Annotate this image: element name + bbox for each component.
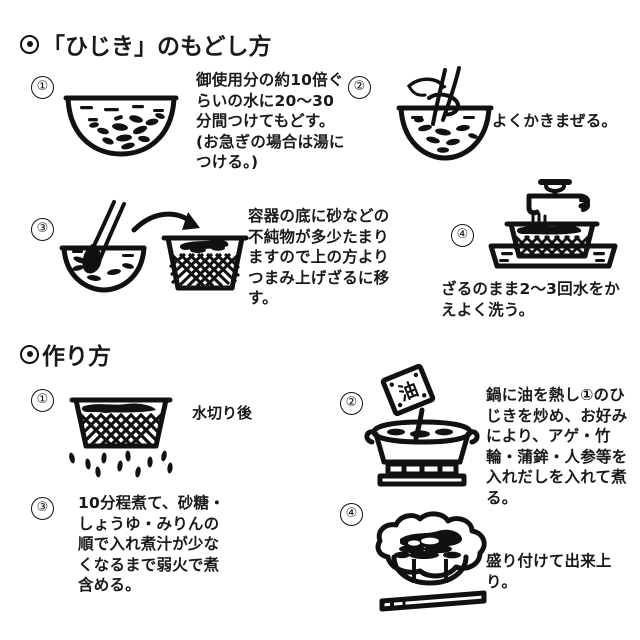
- step-text-s2-4: 盛り付けて出来上り。: [486, 552, 612, 591]
- step-text-s2-3: 10分程煮て、砂糖・しょうゆ・みりんの順で入れ煮汁が少なくなるまで弱火で煮含める…: [78, 494, 225, 594]
- section-heading-text: 「ひじき」のもどし方: [42, 34, 272, 60]
- step-number-s1-1: ①: [31, 76, 54, 99]
- ring-dot-bullet-icon: [20, 34, 39, 54]
- step-number-s2-4: ④: [340, 503, 363, 526]
- step-number-s2-1: ①: [31, 389, 54, 412]
- served-dish-with-chopsticks-illustration: [368, 505, 502, 617]
- bowl-chopsticks-arrow-to-strainer-illustration: [58, 198, 249, 294]
- oil-can-pouring-into-pot-on-burner-illustration: 油: [362, 363, 486, 487]
- section-heading-text: 作り方: [42, 344, 111, 370]
- step-text-s1-2: よくかきまぜる。: [492, 112, 618, 130]
- strainer-draining-water-drops-illustration: [58, 386, 184, 478]
- step-text-s1-4: ざるのまま2〜3回水をかえよく洗う。: [441, 280, 620, 319]
- oil-can-label: 油: [396, 378, 422, 406]
- section-heading-tsukurikata: 作り方: [20, 337, 111, 371]
- step-text-s2-2: 鍋に油を熱し①のひじきを炒め、お好みにより、アゲ・竹輪・蒲鉾・人参等を入れだしを…: [486, 386, 628, 507]
- bowl-stirred-with-chopsticks-illustration: [385, 62, 505, 162]
- ring-dot-bullet-icon: [20, 344, 39, 364]
- step-text-s1-1: 御使用分の約10倍ぐらいの水に20〜30分間つけてもどす。(お急ぎの場合は湯につ…: [196, 71, 345, 171]
- faucet-rinsing-strainer-in-sink-illustration: [485, 174, 621, 270]
- step-number-s1-4: ④: [451, 224, 474, 247]
- section-heading-modoshikata: 「ひじき」のもどし方: [20, 27, 272, 61]
- step-number-s1-2: ②: [348, 76, 371, 99]
- bowl-with-soaking-hijiki-illustration: [58, 78, 184, 158]
- step-number-s1-3: ③: [31, 218, 54, 241]
- step-text-s1-3: 容器の底に砂などの不純物が多少たまりますので上の方よりつまみ上げざるに移す。: [248, 207, 390, 307]
- step-number-s2-3: ③: [31, 497, 54, 520]
- step-number-s2-2: ②: [340, 392, 363, 415]
- step-text-s2-1: 水切り後: [192, 404, 253, 422]
